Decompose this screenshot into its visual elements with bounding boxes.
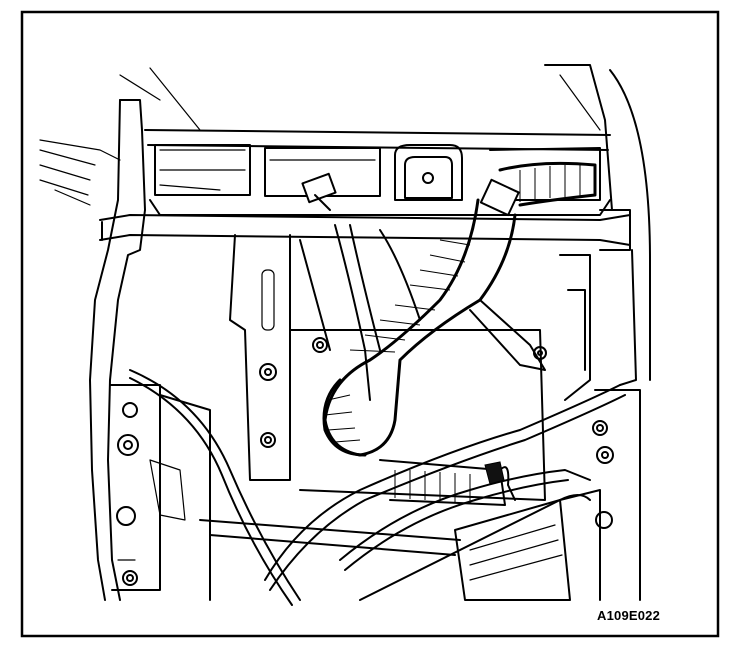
left-side-bolster bbox=[39, 67, 201, 601]
lower-cables bbox=[129, 369, 626, 606]
illustration-border bbox=[20, 10, 720, 638]
figure-code-label: A109E022 bbox=[597, 608, 661, 623]
mounting-brackets bbox=[229, 234, 546, 501]
left-frame-rail bbox=[109, 384, 211, 601]
seat-back-crossbar bbox=[99, 209, 631, 251]
wiring-harness bbox=[301, 161, 597, 457]
right-side-bolster bbox=[544, 64, 651, 601]
